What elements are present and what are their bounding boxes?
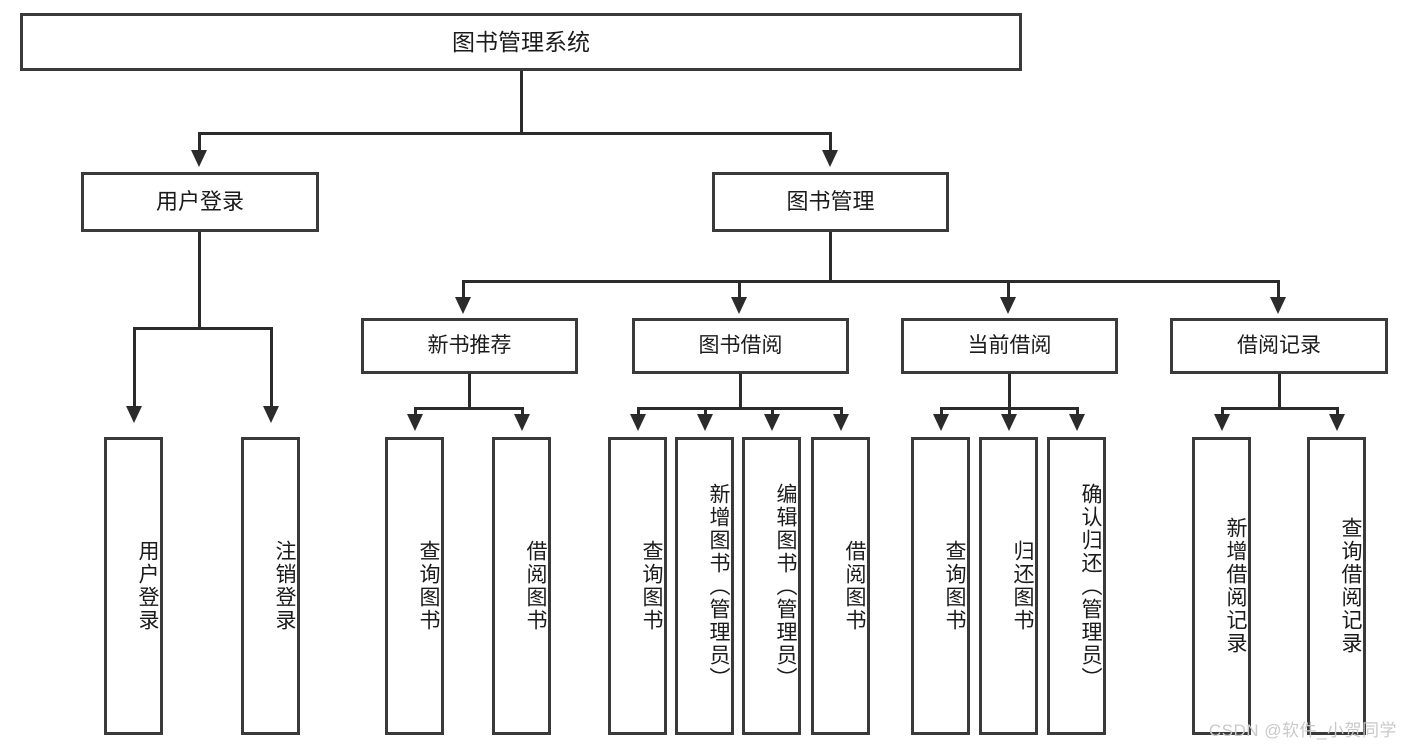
node-new-book-recommend-label: 新书推荐 — [427, 333, 512, 357]
leaf-confirm-return-label: 确认归还（管理员） — [1079, 482, 1102, 690]
arrow-root-to-user-login — [191, 150, 207, 167]
leaf-logout[interactable]: 注销登录 — [241, 437, 300, 735]
node-book-borrow-label: 图书借阅 — [698, 333, 783, 357]
connector-current-borrow-leg-2 — [1008, 407, 1011, 418]
connector-book-borrow-stem — [739, 374, 742, 407]
connector-book-borrow-leg-1 — [637, 407, 640, 418]
connector-current-borrow-stem — [1008, 374, 1011, 407]
connector-current-borrow-leg-3 — [1076, 407, 1079, 418]
leaf-user-login[interactable]: 用户登录 — [104, 437, 163, 735]
node-book-manage[interactable]: 图书管理 — [712, 172, 949, 232]
node-new-book-recommend[interactable]: 新书推荐 — [361, 318, 578, 374]
node-current-borrow[interactable]: 当前借阅 — [901, 318, 1118, 374]
leaf-borrow-book-1-label: 借阅图书 — [524, 540, 547, 632]
leaf-query-borrow-record[interactable]: 查询借阅记录 — [1307, 437, 1366, 735]
connector-new-book-stem — [468, 374, 471, 407]
connector-book-manage-stem — [829, 232, 832, 280]
arrow-to-leaf-logout — [263, 406, 279, 423]
connector-book-manage-leg-4 — [1277, 280, 1280, 300]
connector-borrow-record-leg-2 — [1336, 407, 1339, 418]
node-current-borrow-label: 当前借阅 — [967, 333, 1052, 357]
leaf-add-borrow-record-label: 新增借阅记录 — [1224, 517, 1247, 655]
connector-new-book-bus — [415, 407, 524, 410]
connector-current-borrow-leg-1 — [940, 407, 943, 418]
arrow-to-leaf-query-book-3 — [933, 414, 949, 431]
leaf-add-book-label: 新增图书（管理员） — [707, 482, 730, 690]
connector-new-book-leg-1 — [414, 407, 417, 418]
leaf-borrow-book-1[interactable]: 借阅图书 — [492, 437, 551, 735]
node-user-login[interactable]: 用户登录 — [81, 172, 319, 232]
connector-user-login-stem — [198, 232, 201, 327]
arrow-to-leaf-edit-book — [764, 414, 780, 431]
arrow-to-new-book-recommend — [455, 297, 471, 314]
leaf-query-book-3[interactable]: 查询图书 — [911, 437, 970, 735]
arrow-to-borrow-record — [1270, 297, 1286, 314]
arrow-to-current-borrow — [1000, 297, 1016, 314]
connector-book-borrow-leg-4 — [840, 407, 843, 418]
connector-borrow-record-stem — [1278, 374, 1281, 407]
connector-user-login-bus — [134, 327, 272, 330]
leaf-borrow-book-2[interactable]: 借阅图书 — [811, 437, 870, 735]
connector-book-manage-leg-1 — [462, 280, 465, 300]
node-root[interactable]: 图书管理系统 — [20, 13, 1022, 71]
connector-new-book-leg-2 — [521, 407, 524, 418]
leaf-add-borrow-record[interactable]: 新增借阅记录 — [1192, 437, 1251, 735]
leaf-add-book[interactable]: 新增图书（管理员） — [675, 437, 734, 735]
leaf-query-book-2[interactable]: 查询图书 — [608, 437, 667, 735]
connector-book-borrow-leg-3 — [771, 407, 774, 418]
connector-root-stem — [520, 71, 523, 132]
leaf-logout-label: 注销登录 — [273, 540, 296, 632]
arrow-to-leaf-query-book-2 — [630, 414, 646, 431]
arrow-to-leaf-add-book — [697, 414, 713, 431]
arrow-to-leaf-user-login — [126, 406, 142, 423]
arrow-to-leaf-return-book — [1001, 414, 1017, 431]
leaf-query-book-1[interactable]: 查询图书 — [385, 437, 444, 735]
connector-root-leg-2 — [829, 132, 832, 154]
connector-book-manage-leg-2 — [738, 280, 741, 300]
leaf-query-book-2-label: 查询图书 — [640, 540, 663, 632]
node-book-manage-label: 图书管理 — [786, 189, 875, 215]
leaf-return-book-label: 归还图书 — [1011, 540, 1034, 632]
connector-user-login-leg-1 — [133, 327, 136, 410]
node-borrow-record[interactable]: 借阅记录 — [1170, 318, 1388, 374]
watermark: CSDN @软件_小贺同学 — [1208, 721, 1397, 740]
connector-book-manage-bus — [463, 280, 1280, 283]
arrow-to-leaf-borrow-book-2 — [833, 414, 849, 431]
arrow-to-leaf-borrow-book-1 — [514, 414, 530, 431]
node-borrow-record-label: 借阅记录 — [1237, 333, 1321, 357]
connector-borrow-record-leg-1 — [1221, 407, 1224, 418]
connector-root-leg-1 — [198, 132, 201, 154]
arrow-to-book-borrow — [731, 297, 747, 314]
leaf-confirm-return[interactable]: 确认归还（管理员） — [1047, 437, 1106, 735]
node-user-login-label: 用户登录 — [155, 189, 244, 215]
leaf-query-book-3-label: 查询图书 — [943, 540, 966, 632]
leaf-query-borrow-record-label: 查询借阅记录 — [1339, 517, 1362, 655]
leaf-query-book-1-label: 查询图书 — [417, 540, 440, 632]
arrow-root-to-book-manage — [822, 150, 838, 167]
arrow-to-leaf-query-book-1 — [407, 414, 423, 431]
connector-borrow-record-bus — [1222, 407, 1339, 410]
node-root-label: 图书管理系统 — [452, 28, 590, 55]
connector-root-bus — [199, 132, 832, 135]
leaf-edit-book[interactable]: 编辑图书（管理员） — [742, 437, 801, 735]
arrow-to-leaf-confirm-return — [1069, 414, 1085, 431]
connector-user-login-leg-2 — [270, 327, 273, 410]
connector-book-borrow-leg-2 — [704, 407, 707, 418]
node-book-borrow[interactable]: 图书借阅 — [632, 318, 849, 374]
connector-book-borrow-bus — [638, 407, 843, 410]
arrow-to-leaf-query-borrow-record — [1329, 414, 1345, 431]
connector-book-manage-leg-3 — [1007, 280, 1010, 300]
leaf-return-book[interactable]: 归还图书 — [979, 437, 1038, 735]
arrow-to-leaf-add-borrow-record — [1214, 414, 1230, 431]
leaf-borrow-book-2-label: 借阅图书 — [843, 540, 866, 632]
leaf-user-login-label: 用户登录 — [136, 540, 159, 632]
leaf-edit-book-label: 编辑图书（管理员） — [774, 482, 797, 690]
